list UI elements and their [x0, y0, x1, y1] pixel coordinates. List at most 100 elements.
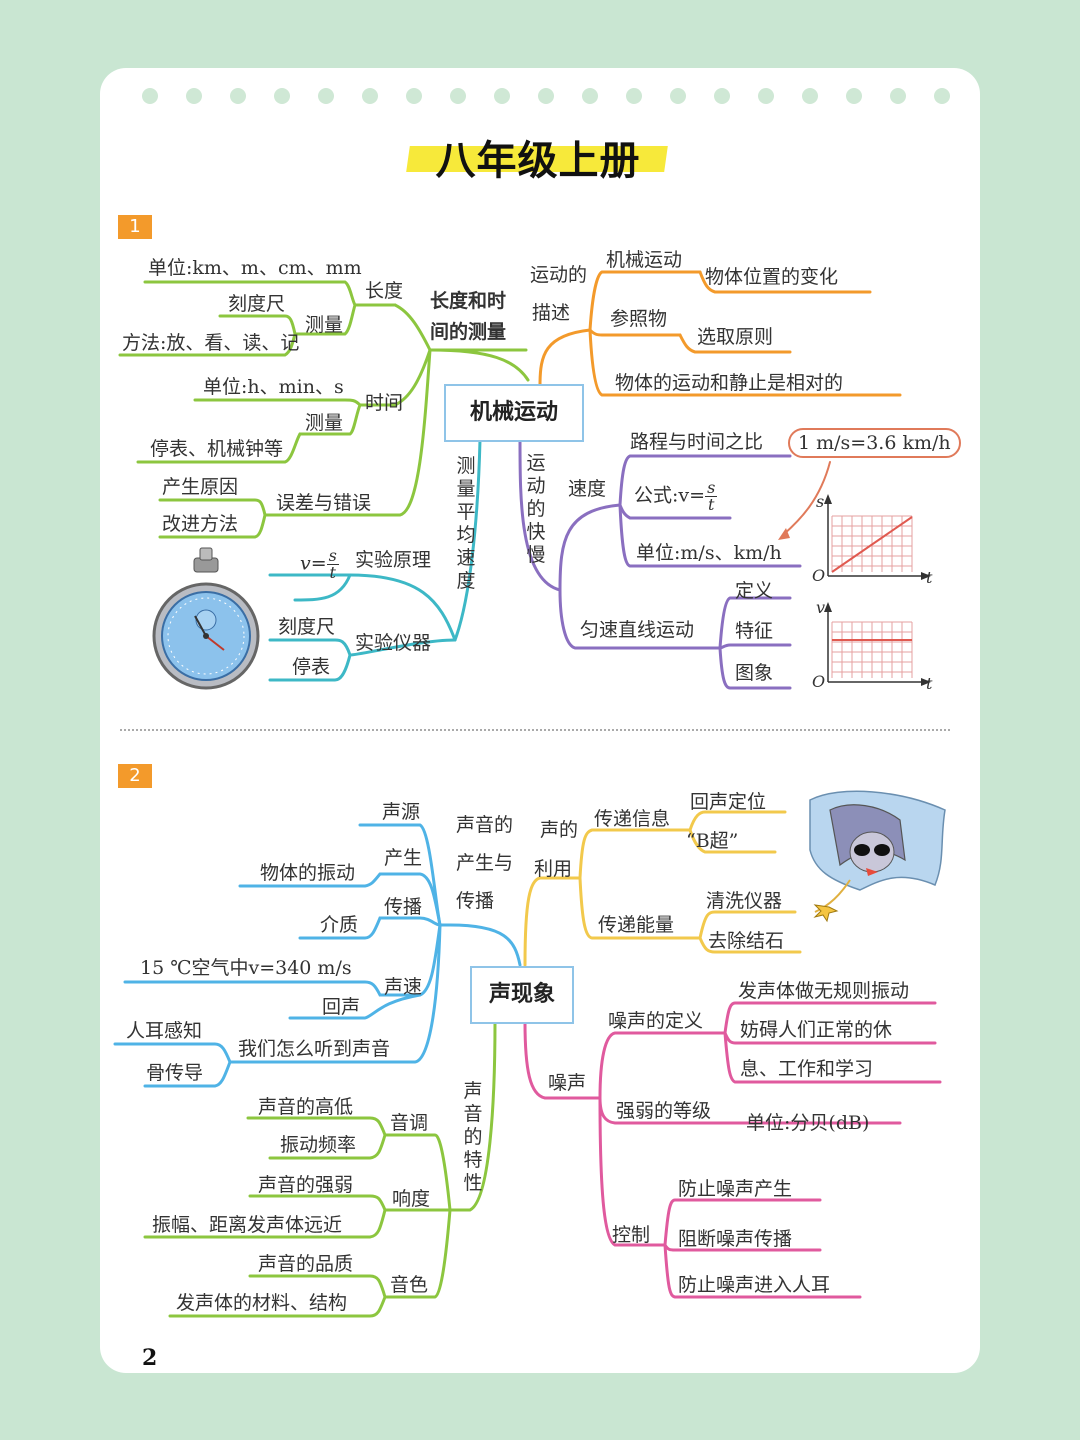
- node-instrument-stopwatch: 停表: [292, 656, 331, 678]
- node-instrument: 实验仪器: [355, 632, 432, 654]
- page-title: 八年级上册: [435, 138, 641, 184]
- node-ultrasound: “B超”: [686, 830, 739, 852]
- binder-hole: [142, 88, 158, 104]
- node-control-2: 阻断噪声传播: [678, 1228, 793, 1250]
- node-pitch: 音调: [390, 1112, 429, 1134]
- node-error: 误差与错误: [276, 492, 372, 514]
- node-uniform-motion: 匀速直线运动: [580, 619, 695, 641]
- branch-length-time: 长度和时间的测量: [430, 290, 507, 343]
- node-sound-speed: 声速: [384, 976, 423, 998]
- title-block: 八年级上册: [406, 128, 668, 184]
- node-echolocation: 回声定位: [690, 791, 767, 813]
- node-length: 长度: [365, 280, 404, 302]
- stopwatch-icon: [152, 547, 260, 690]
- node-reference: 参照物: [610, 308, 668, 330]
- node-propagate-desc: 介质: [320, 914, 359, 936]
- node-control-3: 防止噪声进入人耳: [678, 1274, 831, 1296]
- node-hear: 我们怎么听到声音: [238, 1038, 391, 1060]
- binder-hole: [714, 88, 730, 104]
- node-hear-bone: 骨传导: [146, 1062, 204, 1084]
- node-error-improve: 改进方法: [162, 513, 239, 535]
- binder-hole: [582, 88, 598, 104]
- branch-motion-desc-1: 运动的: [530, 264, 588, 286]
- binder-hole: [934, 88, 950, 104]
- node-echo: 回声: [322, 996, 361, 1018]
- node-mech-motion-desc: 物体位置的变化: [705, 266, 839, 288]
- node-speed: 速度: [568, 478, 607, 500]
- branch-production-3: 传播: [456, 890, 495, 912]
- node-noise-def-2: 妨碍人们正常的休: [740, 1019, 893, 1041]
- node-length-tool: 刻度尺: [228, 293, 286, 315]
- binder-hole: [186, 88, 202, 104]
- node-transfer-info: 传递信息: [594, 808, 671, 830]
- node-length-unit: 单位:km、m、cm、mm: [148, 257, 362, 279]
- callout-conversion: 1 m/s=3.6 km/h: [788, 428, 961, 458]
- binder-hole: [802, 88, 818, 104]
- node-loudness-factor: 振幅、距离发声体远近: [152, 1214, 343, 1236]
- binder-hole: [626, 88, 642, 104]
- node-length-method: 方法:放、看、读、记: [122, 332, 300, 354]
- graph2-origin: O: [812, 672, 826, 691]
- branch-use-2: 利用: [534, 858, 573, 880]
- node-time-tool: 停表、机械钟等: [150, 438, 284, 460]
- node-uniform-def: 定义: [735, 580, 774, 602]
- section-2-badge: 2: [118, 764, 152, 788]
- node-mech-motion: 机械运动: [606, 249, 683, 271]
- node-propagate: 传播: [384, 896, 423, 918]
- node-remove-stones: 去除结石: [708, 930, 785, 952]
- graph1-x-label: t: [926, 568, 933, 587]
- branch-motion-speed: 运动的快慢: [526, 452, 546, 566]
- node-transfer-energy: 传递能量: [598, 914, 675, 936]
- node-control-1: 防止噪声产生: [678, 1178, 793, 1200]
- binder-hole: [890, 88, 906, 104]
- node-pitch-desc: 声音的高低: [258, 1096, 354, 1118]
- node-relative: 物体的运动和静止是相对的: [615, 372, 844, 394]
- branch-properties: 声音的特性: [463, 1080, 483, 1194]
- binder-hole: [758, 88, 774, 104]
- node-timbre: 音色: [390, 1274, 429, 1296]
- node-clean-instruments: 清洗仪器: [706, 890, 783, 912]
- graph-s-t: [824, 494, 931, 580]
- node-sound-speed-desc: 15 ℃空气中v=340 m/s: [140, 957, 352, 979]
- binder-hole: [230, 88, 246, 104]
- node-sound-source: 声源: [382, 801, 421, 823]
- center-node-sound: 声现象: [470, 966, 574, 1024]
- node-timbre-factor: 发声体的材料、结构: [176, 1292, 348, 1314]
- node-speed-unit: 单位:m/s、km/h: [636, 542, 782, 564]
- node-timbre-desc: 声音的品质: [258, 1253, 354, 1275]
- node-noise-control: 控制: [612, 1224, 651, 1246]
- node-time: 时间: [365, 392, 404, 414]
- node-hear-ear: 人耳感知: [126, 1020, 203, 1042]
- node-error-cause: 产生原因: [162, 476, 239, 498]
- section-1-badge: 1: [118, 215, 152, 239]
- page-number: 2: [142, 1345, 158, 1371]
- node-principle: 实验原理: [355, 549, 432, 571]
- binder-hole: [318, 88, 334, 104]
- node-length-measure: 测量: [305, 314, 344, 336]
- binder-hole: [450, 88, 466, 104]
- node-noise-level: 强弱的等级: [616, 1100, 712, 1122]
- center-node-mechanical-motion: 机械运动: [444, 384, 584, 442]
- node-uniform-graph: 图象: [735, 662, 774, 684]
- binder-hole: [362, 88, 378, 104]
- page-card: [100, 68, 980, 1373]
- graph2-y-label: v: [816, 598, 826, 617]
- branch-avg-speed: 测量平均速度: [456, 455, 476, 592]
- branch-noise: 噪声: [548, 1072, 587, 1094]
- node-time-unit: 单位:h、min、s: [203, 376, 344, 398]
- node-loudness: 响度: [392, 1188, 431, 1210]
- binder-hole: [538, 88, 554, 104]
- branch-use-1: 声的: [540, 819, 579, 841]
- section-divider: [120, 729, 950, 731]
- graph2-x-label: t: [926, 674, 933, 693]
- node-uniform-feature: 特征: [735, 620, 774, 642]
- node-instrument-ruler: 刻度尺: [278, 616, 336, 638]
- branch-motion-desc-2: 描述: [532, 302, 571, 324]
- node-noise-def: 噪声的定义: [608, 1010, 704, 1032]
- node-pitch-freq: 振动频率: [280, 1134, 357, 1156]
- binder-hole: [406, 88, 422, 104]
- node-noise-def-3: 息、工作和学习: [740, 1058, 874, 1080]
- binder-hole: [274, 88, 290, 104]
